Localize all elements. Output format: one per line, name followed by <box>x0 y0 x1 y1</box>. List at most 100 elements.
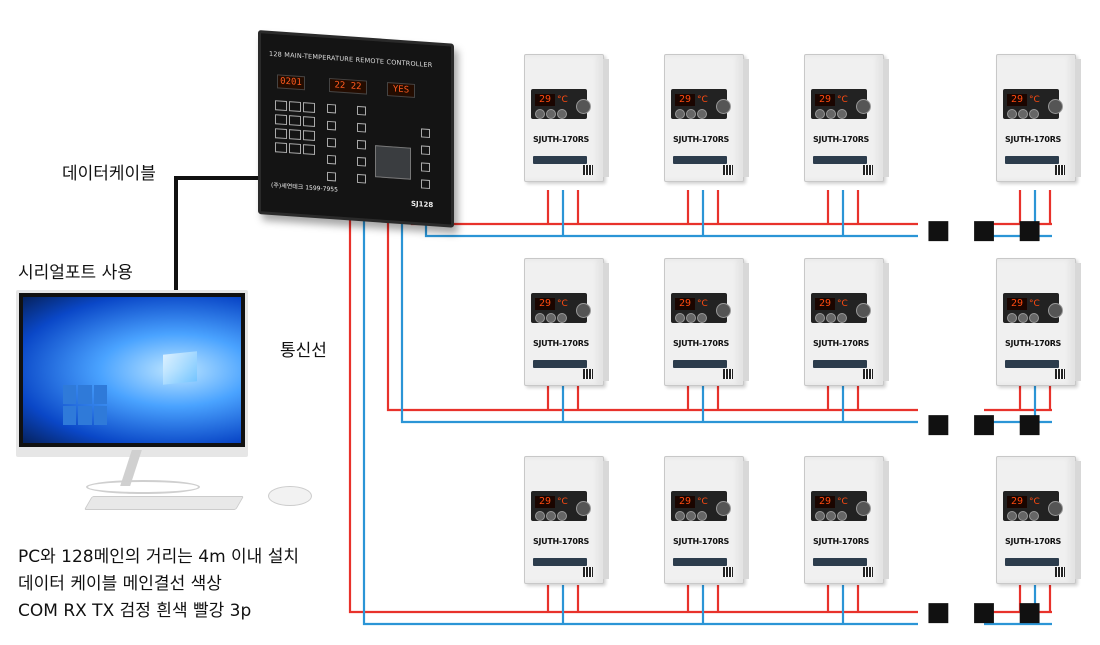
thermostat-model: SJUTH-170RS <box>1004 135 1062 144</box>
controller-model: SJ128 <box>411 199 434 210</box>
thermostat-button <box>1007 109 1017 119</box>
thermostat-display: 29 <box>535 94 555 106</box>
thermostat-display: 29 <box>1007 298 1027 310</box>
thermostat-panel: 29 °C <box>531 293 591 323</box>
thermostat-unit: 29 °C SJUTH-170RS <box>524 258 609 386</box>
pc-monitor <box>16 290 248 457</box>
thermostat-button <box>697 109 707 119</box>
thermostat-label-strip <box>673 558 727 566</box>
thermostat-button <box>837 511 847 521</box>
qr-code-icon <box>863 165 873 175</box>
thermostat-panel: 29 °C <box>1003 491 1063 521</box>
thermostat-button <box>697 511 707 521</box>
thermostat-panel: 29 °C <box>811 491 871 521</box>
controller-title: 128 MAIN-TEMPERATURE REMOTE CONTROLLER <box>269 49 433 70</box>
row2-bus <box>386 196 1052 424</box>
thermostat-model: SJUTH-170RS <box>1004 537 1062 546</box>
thermostat-button <box>815 511 825 521</box>
thermostat-knob <box>856 99 871 114</box>
thermostat-button <box>1029 313 1039 323</box>
thermostat-button <box>697 313 707 323</box>
qr-code-icon <box>1055 567 1065 577</box>
thermostat-display: 29 <box>675 496 695 508</box>
thermostat-button <box>1007 313 1017 323</box>
thermostat-knob <box>576 303 591 318</box>
thermostat-display: 29 <box>535 298 555 310</box>
thermostat-model: SJUTH-170RS <box>672 339 730 348</box>
thermostat-display: 29 <box>1007 496 1027 508</box>
thermostat-button <box>815 313 825 323</box>
celsius-symbol: °C <box>1029 95 1040 105</box>
thermostat-display: 29 <box>1007 94 1027 106</box>
thermostat-button <box>815 109 825 119</box>
thermostat-label-strip <box>533 156 587 164</box>
thermostat-label-strip <box>813 156 867 164</box>
keyboard <box>83 496 245 510</box>
thermostat-panel: 29 °C <box>811 89 871 119</box>
thermostat-label-strip <box>813 558 867 566</box>
thermostat-model: SJUTH-170RS <box>672 135 730 144</box>
thermostat-knob <box>576 99 591 114</box>
controller-display-2: 22 22 <box>329 77 367 95</box>
thermostat-unit: 29 °C SJUTH-170RS <box>804 258 889 386</box>
thermostat-display: 29 <box>815 298 835 310</box>
note-line-1: PC와 128메인의 거리는 4m 이내 설치 <box>18 547 300 567</box>
thermostat-button <box>826 511 836 521</box>
thermostat-button <box>675 511 685 521</box>
thermostat-unit: 29 °C SJUTH-170RS <box>996 258 1081 386</box>
thermostat-unit: 29 °C SJUTH-170RS <box>996 456 1081 584</box>
windows-logo-icon <box>163 351 197 385</box>
thermostat-knob <box>856 501 871 516</box>
thermostat-button <box>546 511 556 521</box>
thermostat-model: SJUTH-170RS <box>1004 339 1062 348</box>
note-line-2: 데이터 케이블 메인결선 색상 <box>18 574 222 594</box>
thermostat-button <box>1018 511 1028 521</box>
qr-code-icon <box>723 369 733 379</box>
controller-display-3: YES <box>387 82 415 98</box>
thermostat-knob <box>1048 501 1063 516</box>
thermostat-model: SJUTH-170RS <box>672 537 730 546</box>
thermostat-label-strip <box>673 360 727 368</box>
thermostat-label-strip <box>1005 360 1059 368</box>
thermostat-display: 29 <box>815 94 835 106</box>
thermostat-knob <box>1048 303 1063 318</box>
thermostat-label-strip <box>533 360 587 368</box>
control-buttons <box>327 103 336 182</box>
thermostat-model: SJUTH-170RS <box>812 135 870 144</box>
qr-code-icon <box>1055 165 1065 175</box>
thermostat-button <box>826 109 836 119</box>
comm-line-label: 통신선 <box>280 341 327 361</box>
controller-lcd <box>375 145 411 180</box>
thermostat-knob <box>716 99 731 114</box>
installation-notes: PC와 128메인의 거리는 4m 이내 설치 데이터 케이블 메인결선 색상 … <box>18 544 299 625</box>
thermostat-button <box>546 109 556 119</box>
qr-code-icon <box>583 369 593 379</box>
thermostat-label-strip <box>813 360 867 368</box>
celsius-symbol: °C <box>1029 299 1040 309</box>
thermostat-button <box>1007 511 1017 521</box>
thermostat-label-strip <box>533 558 587 566</box>
thermostat-panel: 29 °C <box>531 491 591 521</box>
thermostat-button <box>535 313 545 323</box>
thermostat-button <box>557 109 567 119</box>
thermostat-knob <box>576 501 591 516</box>
qr-code-icon <box>723 165 733 175</box>
thermostat-label-strip <box>1005 558 1059 566</box>
thermostat-button <box>675 109 685 119</box>
thermostat-button <box>535 109 545 119</box>
keypad <box>275 100 315 155</box>
thermostat-display: 29 <box>535 496 555 508</box>
qr-code-icon <box>1055 369 1065 379</box>
thermostat-button <box>837 313 847 323</box>
thermostat-panel: 29 °C <box>1003 293 1063 323</box>
celsius-symbol: °C <box>697 299 708 309</box>
thermostat-panel: 29 °C <box>671 89 731 119</box>
windows-wallpaper <box>23 297 241 443</box>
pc-base <box>86 480 200 494</box>
ellipsis-row2: ■ ■ ■ <box>926 409 1048 439</box>
thermostat-model: SJUTH-170RS <box>812 339 870 348</box>
celsius-symbol: °C <box>837 299 848 309</box>
control-buttons-2 <box>357 105 366 184</box>
thermostat-unit: 29 °C SJUTH-170RS <box>664 456 749 584</box>
qr-code-icon <box>723 567 733 577</box>
